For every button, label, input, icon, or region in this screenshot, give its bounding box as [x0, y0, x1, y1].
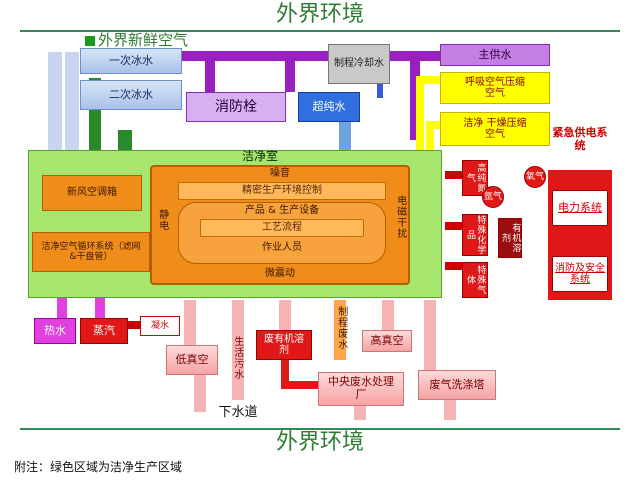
- domestic-sewage-label: 生活污水: [231, 336, 243, 380]
- fresh-air-ahu-box: 新风空调箱: [42, 175, 142, 211]
- fire-safety-box: 消防及安全系统: [552, 256, 608, 292]
- chemicals-box: 特殊化学品: [462, 214, 488, 256]
- title-top: 外界环境: [275, 2, 364, 28]
- products-equipment-label: 产品 & 生产设备: [244, 205, 320, 217]
- process-cooling-water-box: 制程冷却水: [328, 44, 390, 84]
- clean-dry-air-box: 洁净 干燥压缩空气: [440, 112, 550, 146]
- process-flow-bar: 工艺流程: [200, 219, 364, 237]
- high-vacuum-box: 高真空: [362, 330, 412, 352]
- breathing-air-box: 呼吸空气压缩空气: [440, 72, 550, 104]
- gas-oxygen-box: 氧气: [524, 166, 546, 188]
- micro-vibration-label: 微震动: [265, 268, 295, 280]
- emergency-power-box: 紧急供电系统: [552, 126, 608, 152]
- organic-solvents-box: 有机溶剂: [498, 218, 522, 258]
- bottom-rule: [20, 428, 620, 430]
- noise-label: 噪音: [270, 168, 290, 180]
- top-rule: [20, 30, 620, 32]
- low-vacuum-box: 低真空: [166, 345, 218, 375]
- central-wastewater-box: 中央废水处理厂: [318, 372, 404, 406]
- main-water-box: 主供水: [440, 44, 550, 66]
- title-bottom: 外界环境: [275, 430, 364, 456]
- chilled-water-2-box: 二次冰水: [80, 80, 182, 110]
- condensate-box: 凝水: [140, 316, 180, 336]
- em-interference-label: 电磁干扰: [394, 195, 406, 239]
- hot-water-box: 热水: [34, 318, 76, 344]
- ultrapure-water-box: 超纯水: [298, 92, 360, 122]
- special-gases-box: 特殊气体: [462, 262, 488, 298]
- footnote: 附注：绿色区域为洁净生产区域: [14, 460, 183, 475]
- waste-solvents-box: 废有机溶剂: [256, 330, 312, 360]
- fresh-air-label: 外界新鲜空气: [98, 31, 189, 50]
- fire-hydrant-box: 消防栓: [186, 92, 286, 122]
- process-wastewater-label: 制程废水: [335, 306, 347, 350]
- cleanroom-label: 洁净室: [241, 149, 278, 164]
- sewer-label: 下水道: [218, 404, 258, 420]
- electrostatic-label: 静电: [156, 209, 168, 231]
- fresh-air-marker-icon: [85, 36, 95, 46]
- power-system-box: 电力系统: [552, 190, 608, 226]
- exhaust-scrubber-box: 废气洗涤塔: [418, 370, 496, 400]
- steam-box: 蒸汽: [80, 318, 128, 344]
- gas-nitrogen-box: 高纯氮气: [462, 160, 488, 196]
- recirc-system-box: 洁净空气循环系统（滤网&干盘管）: [32, 232, 150, 272]
- gas-argon-box: 氩气: [482, 186, 504, 208]
- env-control-bar: 精密生产环境控制: [178, 182, 386, 200]
- chilled-water-1-box: 一次冰水: [80, 48, 182, 74]
- workers-label: 作业人员: [262, 242, 302, 254]
